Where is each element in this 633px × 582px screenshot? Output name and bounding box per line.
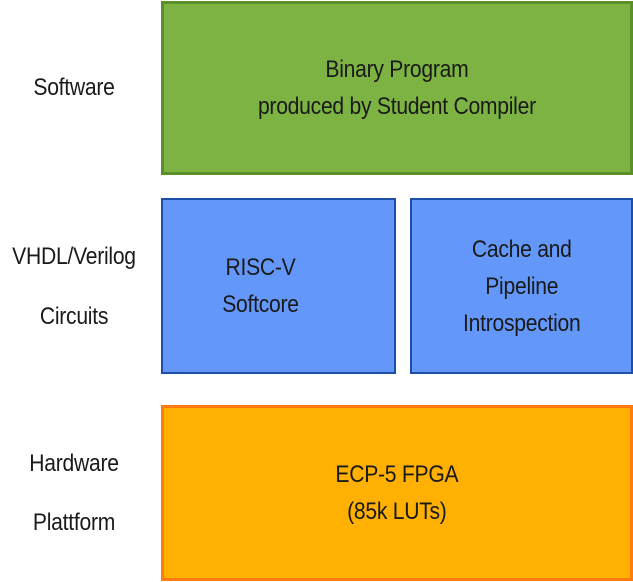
software-layer-label: Software xyxy=(33,74,115,101)
circuits-layer-label-line2: Circuits xyxy=(39,303,109,330)
cache-line3: Introspection xyxy=(462,309,581,337)
hardware-layer-label-line2: Plattform xyxy=(32,509,116,536)
cache-line2: Pipeline xyxy=(484,272,559,300)
risc-v-line1: RISC-V xyxy=(225,254,296,281)
risc-v-softcore-box: RISC-V Softcore xyxy=(161,198,396,374)
binary-program-line1: Binary Program xyxy=(325,56,469,83)
fpga-line1: ECP-5 FPGA xyxy=(335,461,459,488)
cache-line1: Cache and xyxy=(471,235,572,263)
ecp5-fpga-box: ECP-5 FPGA (85k LUTs) xyxy=(161,405,633,581)
hardware-layer-label-line1: Hardware xyxy=(29,450,119,477)
fpga-line2: (85k LUTs) xyxy=(347,498,447,525)
binary-program-line2: produced by Student Compiler xyxy=(258,93,536,120)
binary-program-box: Binary Program produced by Student Compi… xyxy=(161,1,633,175)
cache-pipeline-introspection-box: Cache and Pipeline Introspection xyxy=(410,198,633,374)
circuits-layer-label-line1: VHDL/Verilog xyxy=(12,243,136,270)
risc-v-line2: Softcore xyxy=(222,291,299,318)
